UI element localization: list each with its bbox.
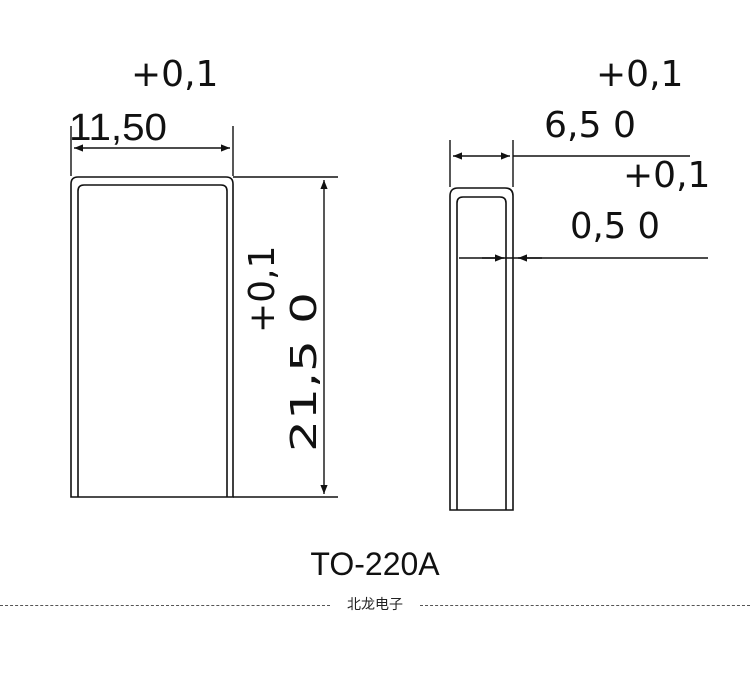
footer-rule-right bbox=[420, 605, 750, 606]
left-width-dimension bbox=[70, 126, 234, 176]
right-part-outer-outline bbox=[449, 187, 514, 511]
left-height-dimension bbox=[233, 176, 338, 498]
right-part-inner-outline bbox=[456, 196, 507, 510]
left-width-value: 11,50 bbox=[69, 107, 167, 149]
left-part-outer-outline bbox=[70, 176, 234, 498]
right-width-dimension bbox=[449, 140, 690, 187]
footer-divider: 北龙电子 bbox=[0, 596, 750, 616]
right-width-tolerance: +0,1 bbox=[596, 54, 683, 95]
package-caption: TO-220A bbox=[310, 546, 440, 582]
right-part bbox=[449, 187, 514, 511]
right-wall-tolerance: +0,1 bbox=[623, 155, 710, 196]
footer-brand: 北龙电子 bbox=[347, 597, 403, 613]
left-height-value: 21,5 0 bbox=[284, 292, 325, 452]
footer-rule-left bbox=[0, 605, 330, 606]
left-height-tolerance: +0,1 bbox=[242, 246, 283, 333]
left-part bbox=[70, 176, 234, 498]
left-width-tolerance: +0,1 bbox=[131, 54, 218, 95]
left-part-inner-outline bbox=[77, 184, 228, 497]
right-width-value: 6,5 0 bbox=[544, 105, 636, 146]
right-wall-value: 0,5 0 bbox=[570, 206, 660, 247]
